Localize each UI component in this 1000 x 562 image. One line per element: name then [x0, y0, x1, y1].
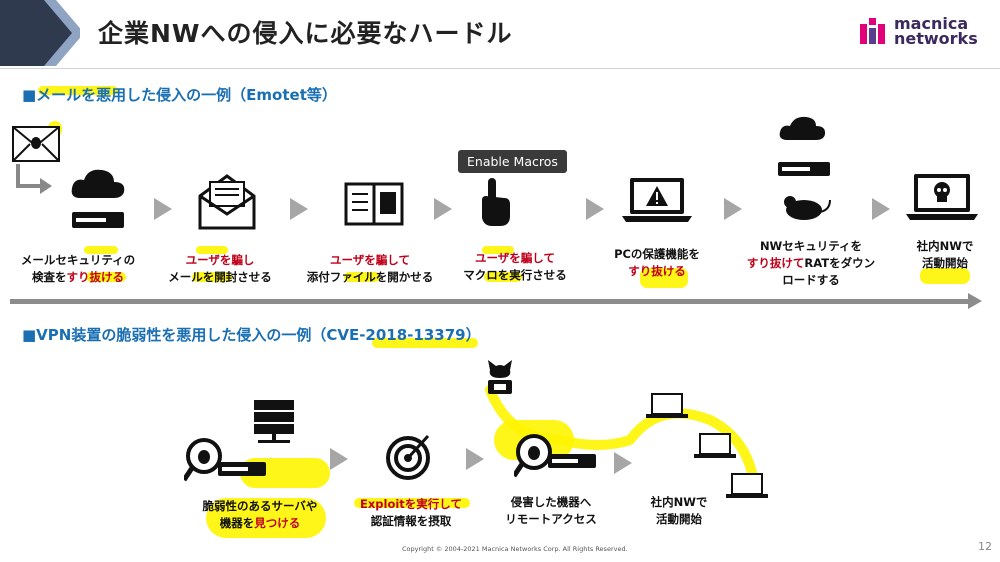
- attacker-laptop-icon: [488, 360, 512, 394]
- vpn-step3-line2: リモートアクセス: [505, 512, 597, 526]
- step1-line2a: 検査を: [32, 270, 67, 284]
- flow-arrow-4: [586, 198, 604, 220]
- enable-macros-tooltip: Enable Macros: [458, 150, 567, 173]
- step4-line2: マクロを実行させる: [463, 268, 567, 282]
- page-title: 企業NWへの侵入に必要なハードル: [98, 19, 513, 48]
- flow2-arrow-2: [466, 448, 484, 470]
- attachment-document-icon: [344, 182, 404, 226]
- section2-title: ■VPN装置の脆弱性を悪用した侵入の一例（CVE-2018-13379）: [22, 326, 481, 344]
- target-exploit-icon: [386, 434, 430, 480]
- vpn-step2-line1: Exploitを実行して: [360, 497, 462, 511]
- step7-line2: 活動開始: [922, 256, 968, 270]
- step2-line2: メールを開封させる: [168, 270, 272, 284]
- step5-caption: PCの保護機能を すり抜ける: [592, 246, 722, 280]
- step5-line2: すり抜ける: [628, 264, 686, 278]
- header-divider: [0, 68, 1000, 69]
- vpn-step4-caption: 社内NWで 活動開始: [624, 494, 734, 528]
- flow2-arrow-3: [614, 452, 632, 474]
- timeline-arrow: [10, 299, 970, 304]
- step7-line1: 社内NWで: [916, 239, 974, 253]
- step2-line1: ユーザを騙し: [185, 253, 255, 267]
- step3-line2: 添付ファイルを開かせる: [306, 270, 434, 284]
- vpn-step3-line1: 侵害した機器へ: [510, 495, 592, 509]
- step2-caption: ユーザを騙し メールを開封させる: [150, 252, 290, 286]
- section1-title: ■メールを悪用した侵入の一例（Emotet等）: [22, 86, 337, 104]
- flow2-arrow-1: [330, 448, 348, 470]
- vpn-step1-line1: 脆弱性のあるサーバや: [202, 499, 318, 513]
- vpn-step3-caption: 侵害した機器へ リモートアクセス: [486, 494, 616, 528]
- step6-line2c: RATをダウン: [804, 256, 876, 270]
- cloud-gateway-rat-icon: [778, 116, 831, 220]
- step3-caption: ユーザを騙して 添付ファイルを開かせる: [300, 252, 440, 286]
- malicious-email-icon: [12, 126, 60, 162]
- copyright-text: Copyright © 2004-2021 Macnica Networks C…: [402, 545, 628, 553]
- header-chevron-icon: [0, 0, 80, 66]
- page-number: 12: [978, 540, 992, 553]
- vpn-step2-line2: 認証情報を摂取: [370, 514, 452, 528]
- open-email-icon: [198, 174, 256, 230]
- vpn-step4-line1: 社内NWで: [650, 495, 708, 509]
- flow-arrow-3: [434, 198, 452, 220]
- logo-text-line1: macnica: [894, 14, 969, 33]
- step6-caption: NWセキュリティを すり抜けてRATをダウン ロードする: [736, 238, 886, 289]
- logo-mark-icon: [860, 18, 885, 44]
- step4-caption: ユーザを騙して マクロを実行させる: [450, 250, 580, 284]
- step6-line2b: すり抜けて: [746, 256, 805, 270]
- step1-caption: メールセキュリティの 検査をすり抜ける: [8, 252, 148, 286]
- macnica-logo: macnica networks: [860, 16, 980, 50]
- flow-arrow-5: [724, 198, 742, 220]
- step5-line1: PCの保護機能を: [614, 247, 700, 261]
- step6-line1: NWセキュリティを: [759, 239, 863, 253]
- magnifier-bug-device-icon: [184, 438, 266, 482]
- step1-line2b: すり抜ける: [66, 270, 125, 284]
- flow-arrow-6: [872, 198, 890, 220]
- pointer-hand-icon: [482, 178, 510, 226]
- step7-caption: 社内NWで 活動開始: [900, 238, 990, 272]
- vpn-step4-line2: 活動開始: [656, 512, 702, 526]
- flow-arrow-2: [290, 198, 308, 220]
- vpn-step2-caption: Exploitを実行して 認証情報を摂取: [346, 496, 476, 530]
- cloud-gateway-icon: [71, 169, 125, 228]
- step1-line1: メールセキュリティの: [20, 253, 136, 267]
- step4-line1: ユーザを騙して: [475, 251, 555, 265]
- vpn-step1-line2b: 見つける: [254, 516, 301, 530]
- laptop-warning-icon: [622, 178, 692, 222]
- flow-elbow-arrow: [16, 164, 52, 194]
- step3-line1: ユーザを騙して: [330, 253, 410, 267]
- step6-line3: ロードする: [782, 273, 840, 287]
- vpn-step1-line2a: 機器を: [219, 516, 255, 530]
- flow-arrow-1: [154, 198, 172, 220]
- server-stack-icon: [254, 400, 294, 443]
- network-laptops-icon: [646, 393, 768, 498]
- logo-text-line2: networks: [894, 29, 978, 48]
- magnifier-bug-device2-icon: [514, 434, 596, 478]
- vpn-step1-caption: 脆弱性のあるサーバや 機器を見つける: [190, 498, 330, 532]
- timeline-arrowhead: [968, 293, 982, 309]
- laptop-skull-icon: [906, 174, 978, 220]
